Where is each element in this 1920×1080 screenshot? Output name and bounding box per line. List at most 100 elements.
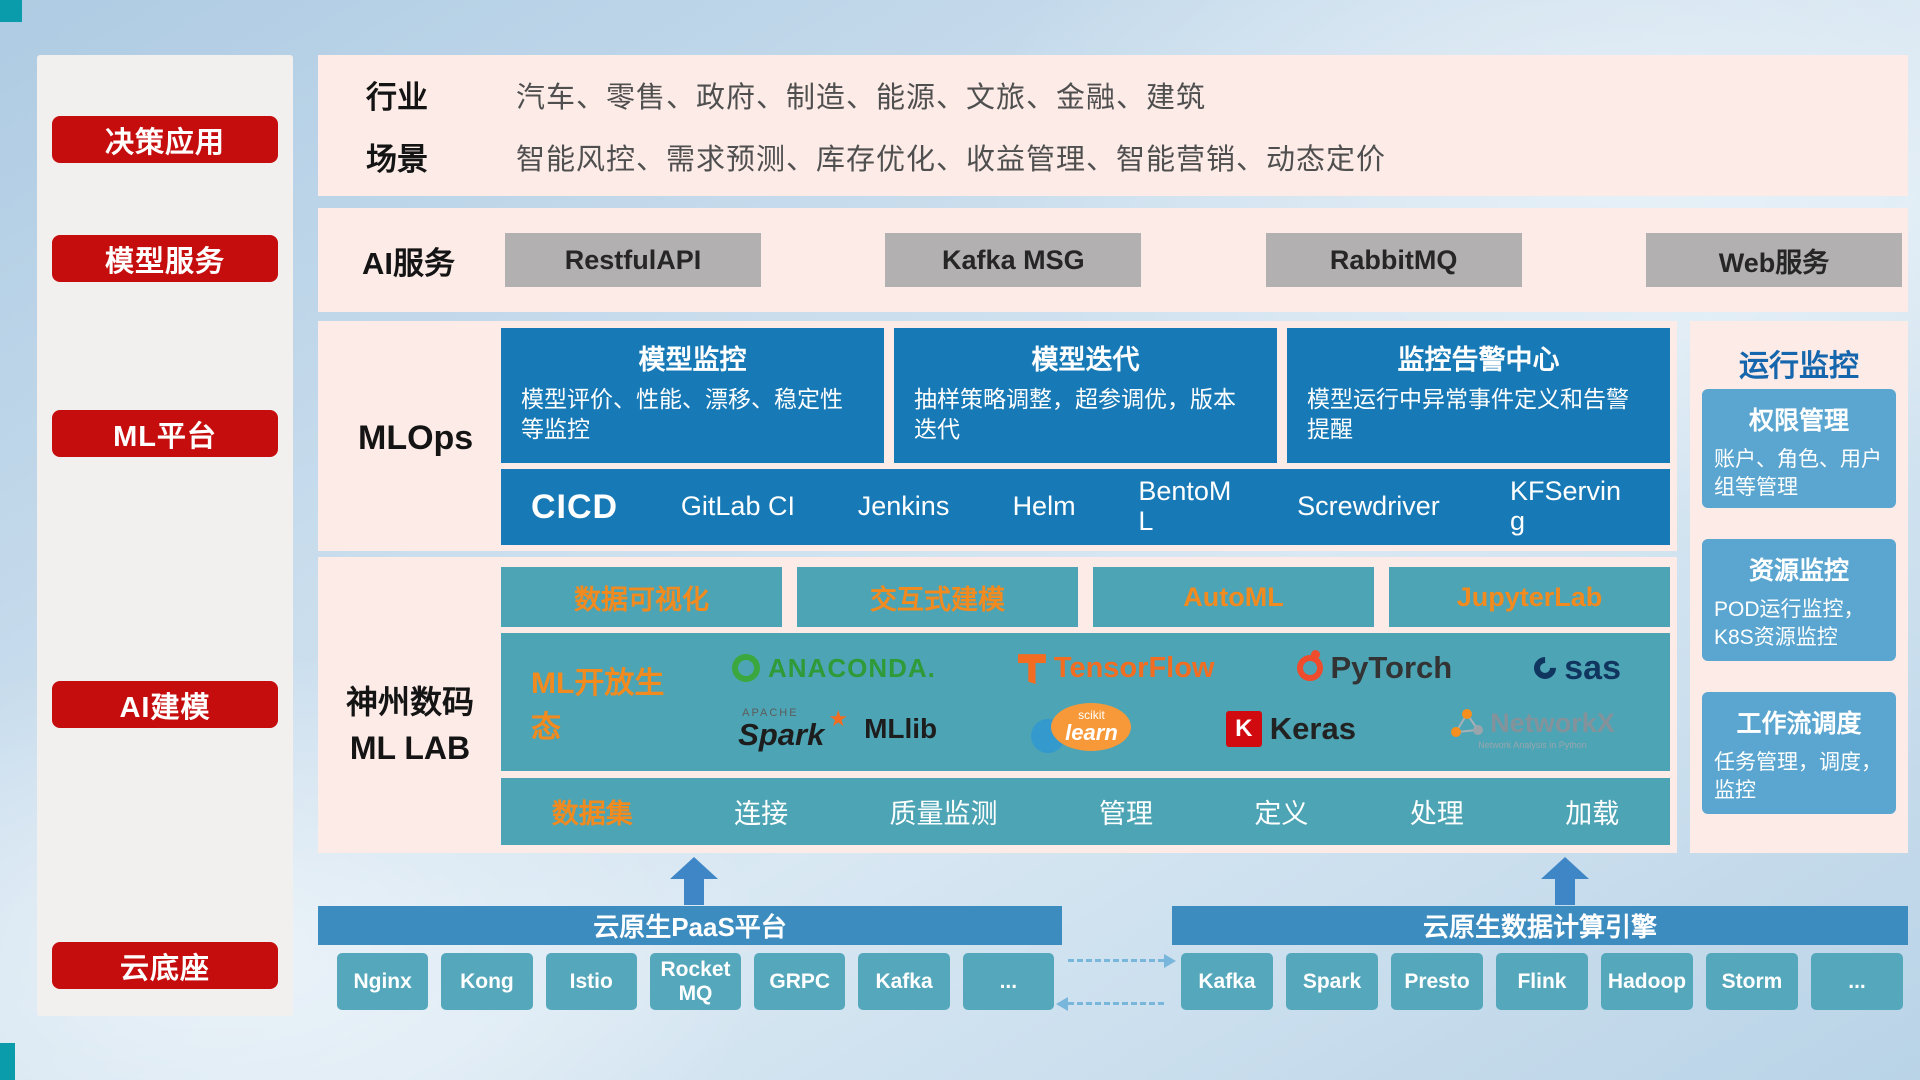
nginx-chip[interactable]: Nginx bbox=[337, 953, 429, 1010]
scikit-learn-logo: scikit learn bbox=[1031, 703, 1132, 755]
kafka-chip[interactable]: Kafka bbox=[858, 953, 950, 1010]
define-label: 定义 bbox=[1254, 799, 1309, 829]
scikit-learn-icon: scikit learn bbox=[1031, 703, 1132, 755]
scene-label: 场景 bbox=[366, 142, 428, 177]
sidebar-item-ml-platform[interactable]: ML平台 bbox=[52, 410, 278, 457]
rabbitmq-button[interactable]: RabbitMQ bbox=[1265, 233, 1522, 287]
ai-service-buttons: RestfulAPI Kafka MSG RabbitMQ Web服务 bbox=[505, 233, 1902, 287]
kafka-engine-chip[interactable]: Kafka bbox=[1181, 953, 1273, 1010]
anaconda-icon bbox=[732, 654, 760, 683]
card-title: 权限管理 bbox=[1748, 407, 1849, 435]
sas-logo: sas bbox=[1529, 648, 1621, 688]
networkx-wordmark: NetworkX bbox=[1490, 707, 1615, 738]
dataset-pipeline-bar: 数据集 连接 质量监测 管理 定义 处理 加载 bbox=[501, 778, 1670, 845]
card-body: 抽样策略调整，超参调优，版本迭代 bbox=[914, 386, 1236, 442]
pytorch-flame-dot bbox=[1311, 650, 1321, 660]
scene-list: 智能风控、需求预测、库存优化、收益管理、智能营销、动态定价 bbox=[516, 143, 1387, 176]
industry-label: 行业 bbox=[366, 80, 428, 115]
card-body: 任务管理，调度，监控 bbox=[1714, 751, 1882, 803]
engine-up-arrow bbox=[1541, 857, 1589, 905]
keras-logo: K Keras bbox=[1225, 711, 1356, 748]
paas-more-chip[interactable]: ... bbox=[962, 953, 1054, 1010]
model-monitoring-card: 模型监控 模型评价、性能、漂移、稳定性等监控 bbox=[501, 328, 884, 463]
jupyterlab-button[interactable]: JupyterLab bbox=[1389, 567, 1670, 627]
gitlab-ci-item: GitLab CI bbox=[680, 491, 795, 522]
sidebar-item-decision-apps[interactable]: 决策应用 bbox=[52, 116, 278, 163]
load-label: 加载 bbox=[1565, 799, 1620, 829]
logo-row-1: ANACONDA. TensorFlow PyTorch sas bbox=[691, 649, 1662, 688]
tensorflow-logo: TensorFlow bbox=[1017, 652, 1214, 685]
card-body: 模型运行中异常事件定义和告警提醒 bbox=[1307, 386, 1629, 442]
sas-wordmark: sas bbox=[1564, 648, 1621, 687]
data-visualization-button[interactable]: 数据可视化 bbox=[501, 567, 782, 627]
apache-label: APACHE bbox=[742, 707, 799, 720]
kfserving-item: KFServing bbox=[1509, 476, 1622, 536]
ml-ecosystem-box: ML开放生态 ANACONDA. TensorFlow PyTorch bbox=[501, 633, 1670, 771]
corner-decoration-bottom bbox=[0, 1043, 15, 1080]
card-title: 模型迭代 bbox=[1031, 345, 1140, 375]
istio-chip[interactable]: Istio bbox=[545, 953, 637, 1010]
dataset-label: 数据集 bbox=[551, 799, 633, 829]
process-label: 处理 bbox=[1409, 799, 1464, 829]
spark-wordmark: APACHE Spark bbox=[738, 707, 825, 753]
grpc-chip[interactable]: GRPC bbox=[754, 953, 846, 1010]
pytorch-icon bbox=[1296, 650, 1323, 682]
storm-chip[interactable]: Storm bbox=[1706, 953, 1798, 1010]
dashed-arrow-left-icon bbox=[1056, 997, 1164, 1011]
quality-monitor-label: 质量监测 bbox=[889, 799, 998, 829]
restfulapi-button[interactable]: RestfulAPI bbox=[505, 233, 761, 287]
resource-monitoring-card: 资源监控 POD运行监控，K8S资源监控 bbox=[1702, 539, 1896, 661]
presto-chip[interactable]: Presto bbox=[1391, 953, 1483, 1010]
ml-lab-features: 数据可视化 交互式建模 AutoML JupyterLab bbox=[501, 567, 1670, 627]
arrow-head-icon bbox=[670, 857, 718, 879]
spark-label: Spark bbox=[738, 717, 825, 753]
spark-chip[interactable]: Spark bbox=[1286, 953, 1378, 1010]
networkx-icon bbox=[1451, 709, 1484, 738]
networkx-logo: NetworkX Network Analysis in Python bbox=[1450, 708, 1615, 750]
model-iteration-card: 模型迭代 抽样策略调整，超参调优，版本迭代 bbox=[894, 328, 1277, 463]
hadoop-chip[interactable]: Hadoop bbox=[1601, 953, 1693, 1010]
paas-platform-header: 云原生PaaS平台 bbox=[318, 906, 1062, 945]
engine-more-chip[interactable]: ... bbox=[1811, 953, 1903, 1010]
helm-item: Helm bbox=[1012, 491, 1076, 522]
arrow-stem bbox=[684, 879, 704, 905]
workflow-scheduling-card: 工作流调度 任务管理，调度，监控 bbox=[1702, 692, 1896, 814]
networkx-row: NetworkX bbox=[1450, 708, 1615, 738]
ml-lab-panel: 神州数码 ML LAB 数据可视化 交互式建模 AutoML JupyterLa… bbox=[318, 557, 1677, 853]
layer-sidebar: 决策应用 模型服务 ML平台 AI建模 云底座 bbox=[37, 55, 293, 1016]
anaconda-logo: ANACONDA. bbox=[732, 653, 936, 684]
arrow-head-icon bbox=[1541, 857, 1589, 879]
jenkins-item: Jenkins bbox=[857, 491, 950, 522]
industry-row: 行业 汽车、零售、政府、制造、能源、文旅、金融、建筑 bbox=[366, 72, 1908, 117]
sidebar-item-cloud-base[interactable]: 云底座 bbox=[52, 942, 278, 989]
pytorch-wordmark: PyTorch bbox=[1330, 650, 1453, 686]
web-service-button[interactable]: Web服务 bbox=[1645, 233, 1902, 287]
decision-apps-panel: 行业 汽车、零售、政府、制造、能源、文旅、金融、建筑 场景 智能风控、需求预测、… bbox=[318, 55, 1908, 196]
ml-lab-label: 神州数码 ML LAB bbox=[326, 679, 494, 772]
card-title: 工作流调度 bbox=[1736, 710, 1862, 738]
data-engine-header: 云原生数据计算引擎 bbox=[1172, 906, 1908, 945]
rocketmq-chip[interactable]: RocketMQ bbox=[649, 953, 742, 1010]
scikit-learn-label: learn bbox=[1065, 720, 1118, 746]
scene-row: 场景 智能风控、需求预测、库存优化、收益管理、智能营销、动态定价 bbox=[366, 134, 1908, 179]
cicd-label: CICD bbox=[531, 487, 619, 526]
kong-chip[interactable]: Kong bbox=[441, 953, 533, 1010]
screwdriver-item: Screwdriver bbox=[1297, 491, 1440, 522]
card-body: POD运行监控，K8S资源监控 bbox=[1714, 598, 1865, 650]
card-title: 监控告警中心 bbox=[1397, 345, 1560, 375]
sidebar-item-ai-modeling[interactable]: AI建模 bbox=[52, 681, 278, 728]
scikit-blob: scikit learn bbox=[1051, 703, 1132, 752]
corner-decoration-top bbox=[0, 0, 22, 22]
kafka-msg-button[interactable]: Kafka MSG bbox=[885, 233, 1142, 287]
card-title: 模型监控 bbox=[638, 345, 747, 375]
alert-center-card: 监控告警中心 模型运行中异常事件定义和告警提醒 bbox=[1287, 328, 1670, 463]
industry-list: 汽车、零售、政府、制造、能源、文旅、金融、建筑 bbox=[516, 81, 1207, 114]
interactive-modeling-button[interactable]: 交互式建模 bbox=[797, 567, 1078, 627]
sidebar-item-model-service[interactable]: 模型服务 bbox=[52, 235, 278, 282]
flink-chip[interactable]: Flink bbox=[1496, 953, 1588, 1010]
ai-service-panel: AI服务 RestfulAPI Kafka MSG RabbitMQ Web服务 bbox=[318, 208, 1908, 312]
keras-icon: K bbox=[1225, 711, 1262, 748]
automl-button[interactable]: AutoML bbox=[1093, 567, 1374, 627]
engine-components: Kafka Spark Presto Flink Hadoop Storm ..… bbox=[1181, 953, 1903, 1010]
